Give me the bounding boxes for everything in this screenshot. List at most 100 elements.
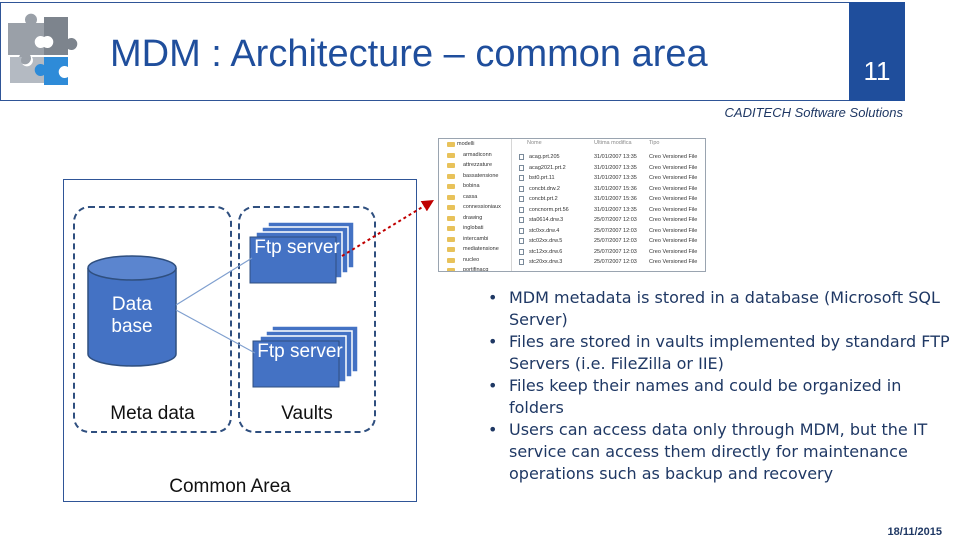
file-name: concnorm.prt.56 [529, 206, 569, 213]
file-name: concbt.drw.2 [529, 185, 560, 192]
file-date: 31/01/2007 13:35 [594, 175, 637, 181]
file-icon [519, 185, 524, 192]
metadata-group [73, 206, 232, 433]
file-date: 25/07/2007 12:03 [594, 227, 637, 234]
bullet-list: MDM metadata is stored in a database (Mi… [488, 287, 958, 485]
column-header: Nome [527, 140, 542, 146]
file-icon [519, 196, 524, 202]
file-row[interactable]: acag.prt.205 31/01/2007 13:35 Creo Version… [519, 152, 705, 162]
folder-item[interactable]: connessioniaux [439, 202, 511, 213]
file-date: 31/01/2007 15:36 [594, 185, 637, 192]
file-type: Creo Versioned File [649, 164, 698, 171]
file-name: concbt.prt.2 [529, 196, 558, 202]
bullet-item: Files keep their names and could be orga… [488, 375, 958, 419]
file-name: stc20xx.drw.3 [529, 259, 563, 265]
folder-item[interactable]: modelli [439, 139, 511, 150]
folder-item[interactable]: portifinacq [439, 265, 511, 271]
file-row[interactable]: bst0.prt.11 31/01/2007 13:35 Creo Versione… [519, 173, 705, 183]
file-name: stc02xx.drw.5 [529, 238, 563, 244]
file-type: Creo Versioned File [649, 175, 698, 181]
file-icon [519, 206, 524, 213]
file-name: acag2021.prt.2 [529, 164, 566, 171]
file-row[interactable]: stc02xx.drw.5 25/07/2007 12:03 Creo Versio… [519, 236, 705, 246]
vaults-group [238, 206, 376, 433]
company-name: CADITECH Software Solutions [724, 105, 903, 120]
file-name: acag.prt.205 [529, 154, 560, 160]
ftp-server-label-1: Ftp server [254, 237, 340, 258]
ftp-server-label-2: Ftp server [257, 341, 343, 362]
file-date: 25/07/2007 12:03 [594, 248, 637, 255]
folder-item[interactable]: attrezzature [439, 160, 511, 171]
file-type: Creo Versioned File [649, 206, 698, 213]
db-to-server1-connector [175, 257, 253, 306]
folder-item[interactable]: armadiconn [439, 150, 511, 161]
ftp-server-stack-2-icon [252, 325, 359, 388]
folder-item[interactable]: bassatensione [439, 171, 511, 182]
file-row[interactable]: concbt.drw.2 31/01/2007 15:36 Creo Version… [519, 184, 705, 194]
common-area-frame [63, 179, 417, 502]
bullet-item: Users can access data only through MDM, … [488, 419, 958, 485]
file-date: 31/01/2007 13:35 [594, 206, 637, 213]
database-label: Data base [111, 294, 153, 337]
column-header: Tipo [649, 140, 660, 146]
slide-title: MDM : Architecture – common area [110, 33, 708, 75]
file-icon [519, 238, 524, 244]
folder-item[interactable]: drawing [439, 213, 511, 224]
file-type: Creo Versioned File [649, 227, 698, 234]
vault-to-files-arrow [341, 199, 435, 257]
slide-number-panel [849, 2, 905, 101]
db-to-server2-connector [175, 309, 256, 354]
file-date: 31/01/2007 13:35 [594, 154, 637, 160]
slide-number: 11 [863, 56, 891, 86]
file-date: 25/07/2007 12:03 [594, 217, 637, 223]
file-name: stc0xx.drw.4 [529, 227, 560, 234]
folder-item[interactable]: inglobati [439, 223, 511, 234]
file-type: Creo Versioned File [649, 217, 698, 223]
database-cylinder-icon [87, 255, 177, 367]
file-icon [519, 164, 524, 171]
file-icon [519, 154, 524, 160]
file-type: Creo Versioned File [649, 248, 698, 255]
file-row[interactable]: concnorm.prt.56 31/01/2007 13:35 Creo Vers… [519, 205, 705, 215]
file-row[interactable]: stc12xx.drw.6 25/07/2007 12:03 Creo Versio… [519, 247, 705, 257]
file-icon [519, 248, 524, 255]
folder-item[interactable]: cassa [439, 192, 511, 203]
file-icon [519, 217, 524, 223]
file-row[interactable]: stc0xx.drw.4 25/07/2007 12:03 Creo Version… [519, 226, 705, 236]
ftp-server-stack-1-icon [249, 221, 355, 284]
file-row[interactable]: sta0614.drw.3 25/07/2007 12:03 Creo Versio… [519, 215, 705, 225]
file-icon [519, 175, 524, 181]
file-date: 25/07/2007 12:03 [594, 238, 637, 244]
file-date: 25/07/2007 12:03 [594, 259, 637, 265]
file-row[interactable]: acag2021.prt.2 31/01/2007 13:35 Creo Versi… [519, 163, 705, 173]
file-name: bst0.prt.11 [529, 175, 555, 181]
file-name: sta0614.drw.3 [529, 217, 564, 223]
metadata-label: Meta data [110, 403, 195, 424]
file-icon [519, 259, 524, 265]
bullet-item: MDM metadata is stored in a database (Mi… [488, 287, 958, 331]
file-list-header: Nome Ultima modifica Tipo [519, 139, 705, 149]
folder-item[interactable]: bobina [439, 181, 511, 192]
file-type: Creo Versioned File [649, 154, 698, 160]
folder-item[interactable]: nucleo [439, 255, 511, 266]
file-row[interactable]: concbt.prt.2 31/01/2007 15:36 Creo Version… [519, 194, 705, 204]
folder-item[interactable]: mediatensione [439, 244, 511, 255]
file-type: Creo Versioned File [649, 196, 698, 202]
common-area-label: Common Area [169, 476, 291, 497]
file-name: stc12xx.drw.6 [529, 248, 563, 255]
header-frame [0, 2, 904, 101]
file-icon [519, 227, 524, 234]
footer-date: 18/11/2015 [887, 526, 942, 538]
bullet-item: Files are stored in vaults implemented b… [488, 331, 958, 375]
column-header: Ultima modifica [594, 140, 632, 146]
file-date: 31/01/2007 13:35 [594, 164, 637, 171]
puzzle-logo-icon [8, 13, 78, 85]
folder-item[interactable]: intercambi [439, 234, 511, 245]
file-type: Creo Versioned File [649, 238, 698, 244]
vaults-label: Vaults [281, 403, 333, 424]
file-type: Creo Versioned File [649, 185, 698, 192]
file-date: 31/01/2007 15:36 [594, 196, 637, 202]
